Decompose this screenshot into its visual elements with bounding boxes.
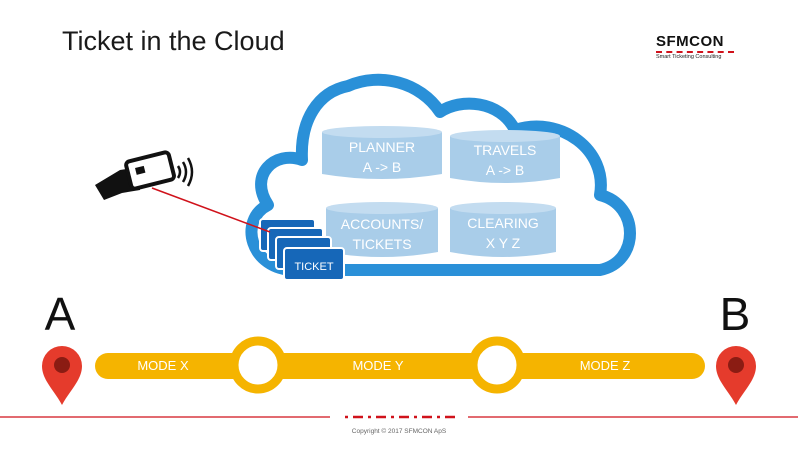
slide-title: Ticket in the Cloud [62,26,285,56]
clearing-label-2: X Y Z [486,235,521,251]
sfmcon-logo: SFMCON Smart Ticketing Consulting [656,33,736,60]
mode-x-label: MODE X [137,358,189,373]
travels-label-1: TRAVELS [474,142,537,158]
route-node-2 [468,336,526,394]
planner-label-1: PLANNER [349,139,415,155]
db-planner: PLANNER A -> B [322,126,442,179]
planner-label-2: A -> B [363,159,402,175]
ticket-label: TICKET [294,261,333,273]
logo-tagline: Smart Ticketing Consulting [656,54,722,60]
route-node-1 [229,336,287,394]
endpoint-b-label: B [720,288,751,340]
location-pin-b-icon [716,346,756,405]
endpoint-a-label: A [45,288,76,340]
accounts-label-1: ACCOUNTS/ [341,216,424,232]
travels-label-2: A -> B [486,162,525,178]
accounts-label-2: TICKETS [352,236,411,252]
hand-card-icon [95,150,194,200]
logo-dash-line [656,51,734,53]
logo-name: SFMCON [656,33,724,50]
tap-connector-line [151,187,271,233]
mode-z-label: MODE Z [580,358,631,373]
db-clearing: CLEARING X Y Z [450,202,556,257]
db-travels: TRAVELS A -> B [450,130,560,183]
ticket-stack: TICKET [259,218,345,281]
mode-y-label: MODE Y [352,358,403,373]
location-pin-a-icon [41,345,82,405]
footer-copyright: Copyright © 2017 SFMCON ApS [351,428,447,435]
clearing-label-1: CLEARING [467,215,539,231]
db-accounts: ACCOUNTS/ TICKETS [326,202,438,257]
route-line: MODE X MODE Y MODE Z [95,336,705,394]
